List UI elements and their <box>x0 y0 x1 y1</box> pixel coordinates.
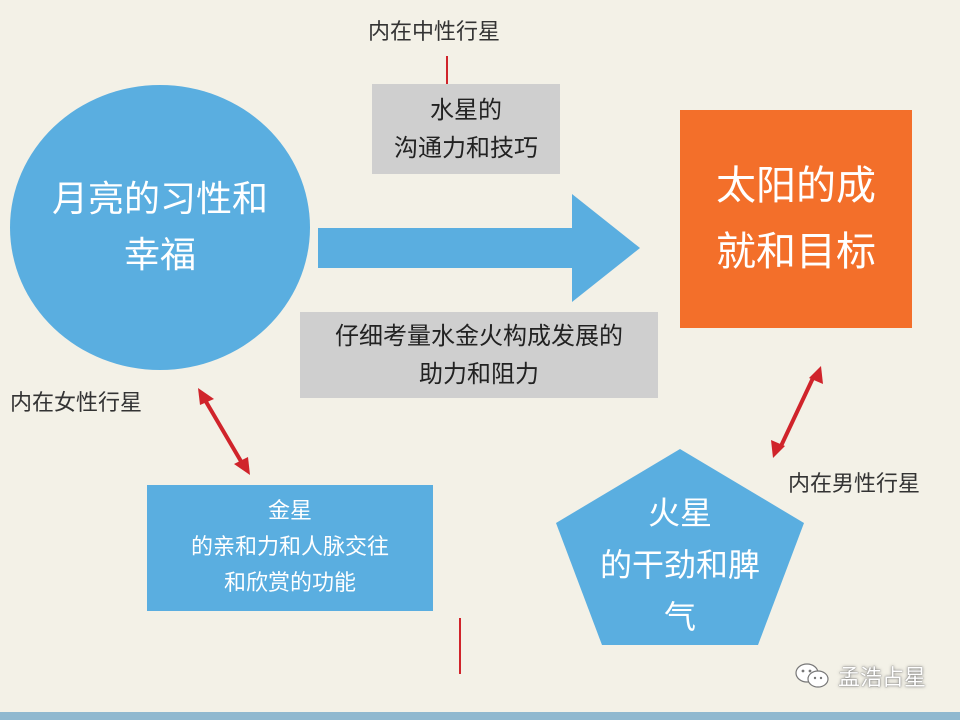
sun-text-line1: 太阳的成 <box>716 163 876 209</box>
sun-box: 太阳的成 就和目标 <box>680 110 912 328</box>
mars-text-line2: 的干劲和脾 <box>599 546 760 584</box>
mercury-text-line1: 水星的 <box>430 96 502 124</box>
moon-circle: 月亮的习性和 幸福 <box>10 85 310 370</box>
female-planet-label: 内在女性行星 <box>10 391 143 416</box>
bottom-tick-line <box>459 618 461 674</box>
double-arrow-left <box>198 388 250 475</box>
watermark: 孟浩占星 <box>794 660 926 692</box>
double-arrow-right <box>771 366 823 458</box>
venus-text-line1: 金星 <box>267 499 312 524</box>
mercury-box: 水星的 沟通力和技巧 <box>372 84 560 174</box>
watermark-text: 孟浩占星 <box>837 666 926 691</box>
male-planet-label: 内在男性行星 <box>788 472 921 497</box>
mars-text: 火星 的干劲和脾 气 <box>560 480 800 650</box>
venus-box: 金星 的亲和力和人脉交往 和欣赏的功能 <box>147 485 433 611</box>
venus-text-line3: 和欣赏的功能 <box>223 571 356 596</box>
moon-text-line2: 幸福 <box>123 234 196 276</box>
consideration-text-line2: 助力和阻力 <box>419 360 539 388</box>
consideration-text-line1: 仔细考量水金火构成发展的 <box>335 322 623 350</box>
sun-text-line2: 就和目标 <box>716 229 876 275</box>
moon-text-line1: 月亮的习性和 <box>51 178 268 220</box>
neutral-planet-label: 内在中性行星 <box>368 20 501 45</box>
mars-text-line1: 火星 <box>647 494 712 532</box>
venus-text-line2: 的亲和力和人脉交往 <box>190 535 389 560</box>
mars-pentagon <box>556 449 804 645</box>
mercury-text-line2: 沟通力和技巧 <box>394 134 538 162</box>
consideration-box: 仔细考量水金火构成发展的 助力和阻力 <box>300 312 658 398</box>
bottom-strip <box>0 712 960 720</box>
mars-text-line3: 气 <box>663 598 696 636</box>
flow-arrow <box>318 194 640 302</box>
wechat-icon <box>795 663 829 688</box>
neutral-tick-line <box>446 56 448 86</box>
